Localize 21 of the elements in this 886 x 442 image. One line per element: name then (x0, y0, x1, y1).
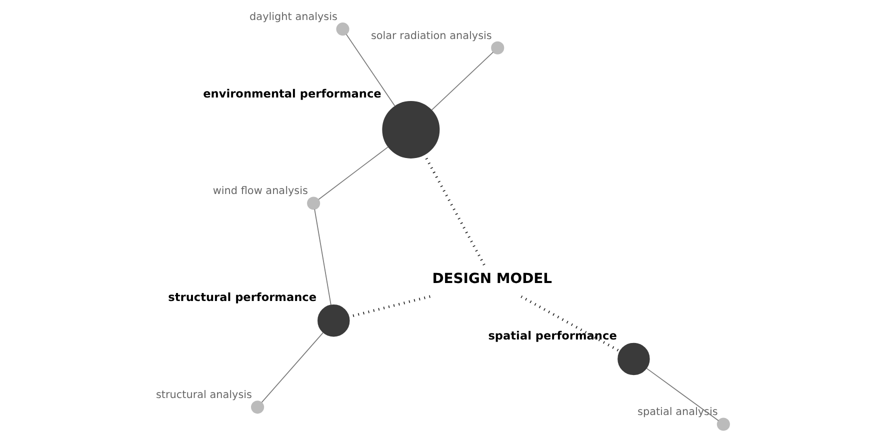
node-circle (336, 22, 350, 36)
node-label: wind flow analysis (212, 185, 308, 198)
node-circle (318, 304, 350, 337)
node-label: environmental performance (203, 86, 382, 100)
connector (314, 208, 332, 306)
node-circle (382, 100, 440, 158)
connector (646, 368, 719, 422)
node-label: structural performance (168, 290, 317, 304)
node-circle (716, 418, 730, 431)
connector (431, 52, 494, 111)
connector (346, 34, 396, 107)
connector (261, 332, 324, 403)
node-circle (307, 196, 320, 210)
node-label: structural analysis (156, 389, 252, 402)
node-circle (618, 342, 650, 376)
node-text: DESIGN MODEL (432, 271, 552, 288)
node-label: solar radiation analysis (370, 30, 492, 42)
connector (318, 146, 389, 200)
node-circle (251, 400, 264, 414)
node-circle (491, 41, 504, 54)
node-label: daylight analysis (250, 11, 338, 24)
